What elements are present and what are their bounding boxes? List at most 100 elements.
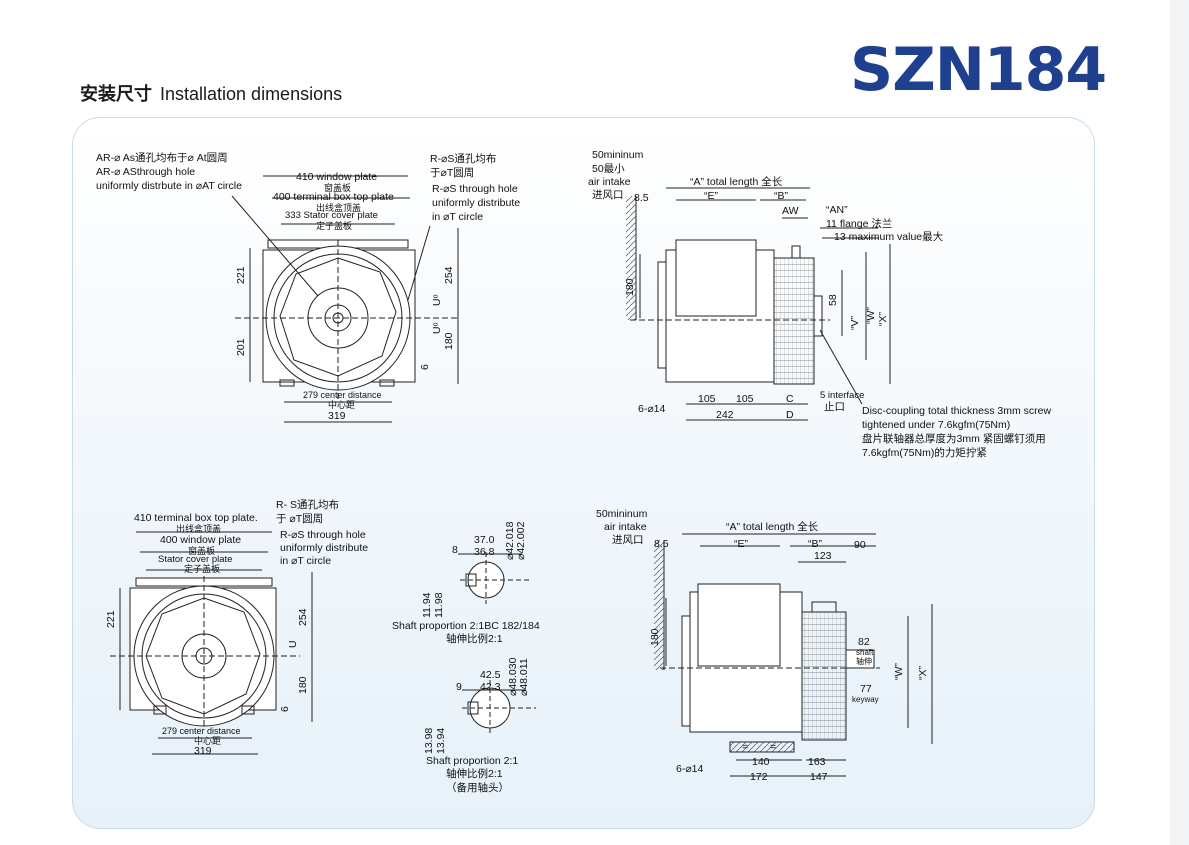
- shaft-2-labels: 42.5 42.3 9 ⌀48.030 ⌀48.011 13.98 13.94 …: [423, 657, 530, 794]
- dim-254b: 254: [297, 608, 309, 626]
- s2-d1: ⌀48.030: [507, 657, 519, 696]
- dimb-163: 163: [808, 756, 826, 768]
- dim-201: 201: [235, 338, 247, 356]
- shaft-2: [462, 680, 536, 736]
- interface-cn: 止口: [824, 401, 845, 413]
- eq2: =: [770, 741, 776, 753]
- dim-6: 6: [419, 364, 431, 370]
- front-view-bottom: [110, 531, 313, 755]
- rb-note-4: uniformly distribute: [280, 542, 368, 554]
- min-4: 进风口: [592, 189, 624, 201]
- s2-caption: Shaft proportion 2:1: [426, 755, 518, 767]
- dimb-x: “X”: [917, 666, 929, 681]
- plate-400-cn: 出线盒顶盖: [316, 202, 361, 213]
- dimb-172: 172: [750, 771, 768, 783]
- s2-d2: ⌀48.011: [518, 658, 530, 696]
- dim-v: “V”: [849, 316, 861, 331]
- s1-d2: ⌀42.002: [515, 521, 527, 560]
- totalb: “A” total length 全长: [726, 520, 819, 533]
- dim-e: “E”: [704, 190, 719, 202]
- rb-note-3: R-⌀S through hole: [280, 529, 366, 541]
- dimb-180: 180: [649, 628, 661, 646]
- dim-6b: 6: [279, 706, 291, 712]
- eq1: =: [742, 741, 748, 753]
- dim-8-5: 8.5: [634, 192, 649, 204]
- r-note-1: R-⌀S通孔均布: [430, 152, 496, 165]
- front-view-top: [231, 175, 460, 423]
- minb-2: air intake: [604, 521, 647, 533]
- r-note-2: 于⌀T圆周: [430, 167, 474, 179]
- dim-d: D: [786, 409, 794, 421]
- dimb-b: “B”: [808, 538, 823, 550]
- dim-221: 221: [235, 266, 247, 284]
- s1-caption: Shaft proportion 2:1BC 182/184: [392, 620, 540, 632]
- dim-u2: Uᵒ: [431, 322, 443, 334]
- plate-400b-cn: 窗盖板: [188, 545, 215, 556]
- min-1: 50mininum: [592, 149, 644, 161]
- base-319: 319: [328, 410, 346, 422]
- front-view-top-labels: AR-⌀ As通孔均布于⌀ At圆周 AR-⌀ ASthrough hole u…: [96, 151, 520, 422]
- shaft-82: 82: [858, 636, 870, 648]
- dim-242: 242: [716, 409, 734, 421]
- side-view-bottom-labels: 50mininum air intake 进风口 “A” total lengt…: [596, 508, 929, 783]
- dimb-e: “E”: [734, 538, 749, 550]
- dim-ub: U: [287, 640, 299, 648]
- side-view-top: [626, 187, 891, 421]
- dim-w: “W”: [865, 307, 877, 324]
- holesb: 6-⌀14: [676, 763, 703, 775]
- s1-8: 8: [452, 544, 458, 556]
- dim-221b: 221: [105, 610, 117, 628]
- coupling-4: 7.6kgfm(75Nm)的力矩拧紧: [862, 446, 987, 459]
- dimb-123: 123: [814, 550, 832, 562]
- dim-180: 180: [624, 278, 636, 296]
- plate-410b-cn: 出线盒顶盖: [176, 523, 221, 534]
- base-center-b-cn: 中心距: [194, 735, 221, 746]
- dim-an: “AN”: [826, 204, 848, 216]
- window-edge: [1170, 0, 1189, 845]
- s1-37: 37.0: [474, 534, 495, 546]
- rb-note-1: R- S通孔均布: [276, 498, 339, 511]
- minb-1: 50mininum: [596, 508, 648, 520]
- front-view-bottom-labels: 410 terminal box top plate. 出线盒顶盖 400 wi…: [105, 498, 368, 757]
- s2-9: 9: [456, 681, 462, 693]
- shaft-1-labels: 37.0 36.8 8 ⌀42.018 ⌀42.002 11.94 11.98 …: [392, 521, 540, 645]
- keyway-label: keyway: [852, 695, 879, 704]
- s2-h2: 13.94: [435, 728, 447, 754]
- s1-h1: 11.94: [421, 592, 433, 618]
- plate-333-cn: 定子盖板: [316, 220, 352, 231]
- dim-254: 254: [443, 266, 455, 284]
- s2-caption-note: （备用轴头）: [446, 781, 509, 794]
- dim-u1: Uᵒ: [431, 294, 443, 306]
- shaft-label: shaft: [856, 648, 874, 657]
- plate-400: 400 terminal box top plate: [273, 191, 394, 203]
- coupling-3: 盘片联轴器总厚度为3mm 紧固螺钉须用: [862, 432, 1046, 445]
- dim-58: 58: [827, 294, 839, 306]
- coupling-1: Disc-coupling total thickness 3mm screw: [862, 405, 1051, 417]
- dim-180b: 180: [297, 676, 309, 694]
- plate-333: 333 Stator cover plate: [285, 210, 378, 221]
- rb-note-2: 于 ⌀T圆周: [276, 513, 323, 525]
- keyway-77: 77: [860, 683, 872, 695]
- base-319b: 319: [194, 745, 212, 757]
- dim-b: “B”: [774, 190, 789, 202]
- dimb-w: “W”: [893, 663, 905, 680]
- s2-caption-cn: 轴伸比例2:1: [446, 767, 503, 780]
- dimb-90: 90: [854, 539, 866, 551]
- dimb-140: 140: [752, 756, 770, 768]
- shaft-cn: 轴伸: [856, 656, 872, 666]
- total-length: “A” total length 全长: [690, 175, 783, 188]
- minb-3: 进风口: [612, 534, 644, 546]
- s2-h1: 13.98: [423, 728, 435, 754]
- r-note-5: in ⌀T circle: [432, 211, 483, 223]
- s1-caption-cn: 轴伸比例2:1: [446, 632, 503, 645]
- dim-x: “X”: [877, 312, 889, 327]
- heading-cn: 安装尺寸: [80, 84, 152, 104]
- interface: 5 interface: [820, 390, 864, 401]
- s2-423: 42.3: [480, 681, 501, 693]
- shaft-1: [458, 552, 530, 604]
- dimb-147: 147: [810, 771, 828, 783]
- r-note-3: R-⌀S through hole: [432, 183, 518, 195]
- dimb-85: 8.5: [654, 538, 669, 550]
- plate-410-cn: 窗盖板: [324, 182, 351, 193]
